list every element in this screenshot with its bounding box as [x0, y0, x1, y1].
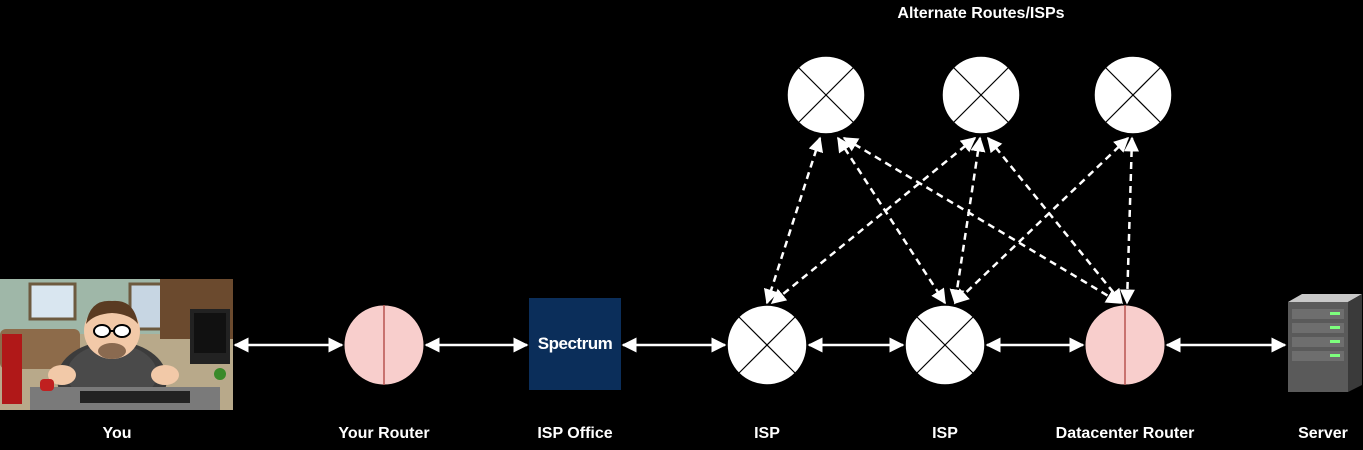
label-your-router: Your Router	[338, 425, 430, 442]
alternate-isp-node-b	[941, 55, 1021, 135]
alt-link-b-isp1	[770, 137, 977, 304]
you-illustration	[0, 279, 233, 410]
label-you: You	[102, 425, 132, 442]
isp-office-spectrum-logo: Spectrum	[529, 298, 621, 390]
alt-link-a-isp1	[763, 136, 824, 305]
person-at-computer-icon	[0, 279, 233, 410]
alternate-routes-title: Alternate Routes/ISPs	[897, 5, 1065, 22]
alternate-isp-node-a	[786, 55, 866, 135]
alt-link-a-datacenter	[842, 136, 1122, 305]
datacenter-router-icon	[1084, 304, 1166, 386]
label-datacenter-router: Datacenter Router	[1055, 425, 1195, 442]
label-isp-office: ISP Office	[537, 425, 613, 442]
label-isp-1: ISP	[754, 425, 780, 442]
alt-link-c-isp2	[953, 136, 1130, 305]
isp-node-1-icon	[726, 304, 808, 386]
alternate-route-links	[763, 136, 1140, 305]
alt-link-b-datacenter	[987, 136, 1123, 305]
isp-node-2-icon	[904, 304, 986, 386]
alternate-isp-node-c	[1093, 55, 1173, 135]
server-tower-icon	[1288, 294, 1362, 392]
label-server: Server	[1298, 425, 1348, 442]
alt-link-c-datacenter	[1119, 136, 1140, 305]
your-router-icon	[343, 304, 425, 386]
label-isp-2: ISP	[932, 425, 958, 442]
alt-link-a-isp2	[836, 136, 947, 305]
spectrum-logo-text: Spectrum	[537, 334, 613, 353]
alt-link-b-isp2	[949, 136, 986, 305]
